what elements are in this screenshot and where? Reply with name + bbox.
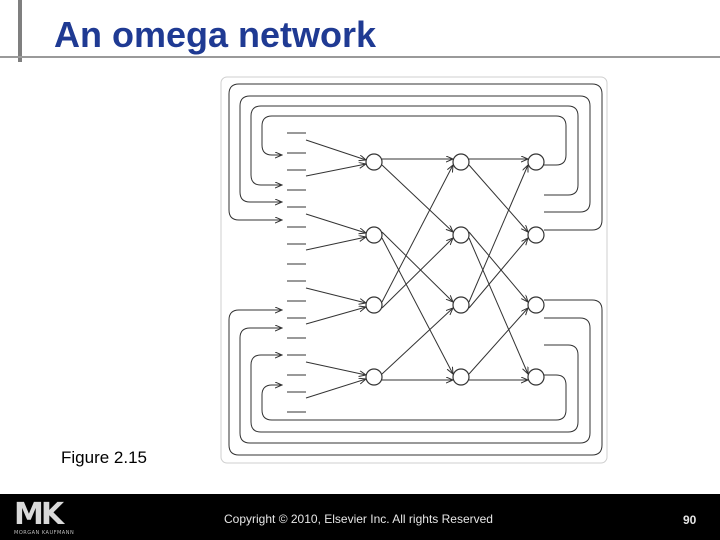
wire-in-a-3 xyxy=(305,361,366,375)
wire-s1-4 xyxy=(468,165,528,303)
wire-in-b-2 xyxy=(305,307,366,325)
wire-in-a-1 xyxy=(305,213,366,233)
page-number: 90 xyxy=(683,513,697,527)
switch-node-1-2 xyxy=(452,296,470,314)
feedback-loop-top-1 xyxy=(239,95,591,213)
wire-s0-3 xyxy=(381,237,453,374)
slide-title: An omega network xyxy=(54,14,377,55)
switch-node-0-3 xyxy=(365,368,383,386)
copyright-text: Copyright © 2010, Elsevier Inc. All righ… xyxy=(224,512,493,526)
wire-s1-6 xyxy=(468,308,528,375)
feedback-loop-top-3 xyxy=(261,115,567,166)
wire-s0-1 xyxy=(381,164,453,232)
wire-in-b-0 xyxy=(305,164,366,177)
wire-s1-5 xyxy=(468,238,528,309)
wire-s1-1 xyxy=(468,164,528,232)
wire-in-a-0 xyxy=(305,139,366,160)
feedback-loop-bottom-3 xyxy=(261,374,567,421)
switch-node-0-0 xyxy=(365,153,383,171)
switch-node-1-3 xyxy=(452,368,470,386)
wire-s1-2 xyxy=(468,231,528,302)
publisher-logo: MK MORGAN KAUFMANN xyxy=(14,497,75,537)
wire-in-b-1 xyxy=(305,237,366,251)
switch-node-0-2 xyxy=(365,296,383,314)
wire-s0-4 xyxy=(381,165,453,303)
switch-node-0-1 xyxy=(365,226,383,244)
switch-node-2-0 xyxy=(527,153,545,171)
switch-node-1-1 xyxy=(452,226,470,244)
switch-node-2-1 xyxy=(527,226,545,244)
feedback-loop-top-2 xyxy=(250,105,579,196)
switch-node-2-3 xyxy=(527,368,545,386)
wire-in-a-2 xyxy=(305,287,366,303)
wire-s0-2 xyxy=(381,231,453,302)
feedback-loop-bottom-2 xyxy=(250,344,579,433)
figure-border xyxy=(220,76,608,464)
wire-s0-6 xyxy=(381,308,453,375)
switch-node-1-0 xyxy=(452,153,470,171)
figure-caption: Figure 2.15 xyxy=(61,448,147,467)
wire-s1-3 xyxy=(468,237,528,374)
switch-node-2-2 xyxy=(527,296,545,314)
title-underline-bar xyxy=(0,56,720,58)
wire-s0-5 xyxy=(381,238,453,309)
feedback-loop-bottom-0 xyxy=(228,299,603,456)
feedback-loop-bottom-1 xyxy=(239,317,591,444)
title-accent-vertical-bar xyxy=(18,0,22,62)
feedback-loop-top-0 xyxy=(228,83,603,231)
wire-in-b-3 xyxy=(305,379,366,399)
footer-bar: MK MORGAN KAUFMANN Copyright © 2010, Els… xyxy=(0,494,720,540)
